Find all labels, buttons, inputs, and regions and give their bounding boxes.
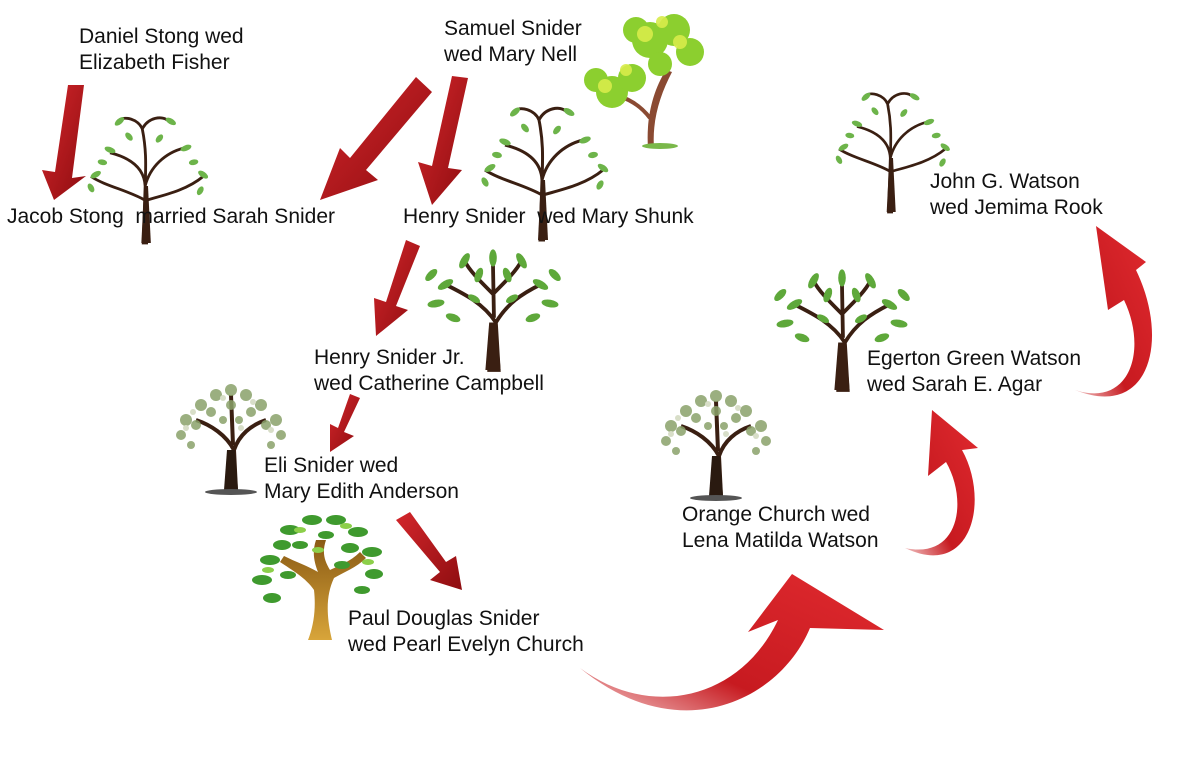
couple-eli-snider-label: Eli Snider wed Mary Edith Anderson (264, 453, 459, 505)
couple-label-line: Lena Matilda Watson (682, 529, 879, 552)
couple-label-line: Paul Douglas Snider (348, 607, 540, 630)
arrow-down-icon (374, 240, 420, 336)
couple-label-line: Orange Church wed (682, 503, 870, 526)
couple-samuel-snider-label: Samuel Snider wed Mary Nell (444, 16, 582, 68)
arrow-down-icon (42, 85, 86, 200)
couple-egerton-watson-label: Egerton Green Watson wed Sarah E. Agar (867, 346, 1081, 398)
curved-arrow-up-icon (580, 574, 884, 711)
couple-label-line: wed Mary Nell (444, 43, 578, 66)
curved-arrow-up-icon (1075, 226, 1153, 397)
couple-label-line: Henry Snider wed Mary Shunk (403, 205, 694, 228)
curved-arrow-up-icon (905, 410, 978, 556)
arrow-down-icon (330, 394, 360, 452)
couple-henry-snider-jr-label: Henry Snider Jr. wed Catherine Campbell (314, 345, 544, 397)
couple-label-line: wed Jemima Rook (930, 196, 1103, 219)
couple-john-watson-label: John G. Watson wed Jemima Rook (930, 169, 1103, 221)
couple-label-line: Daniel Stong wed (79, 25, 244, 48)
arrow-down-icon (320, 77, 432, 200)
couple-label-line: Egerton Green Watson (867, 347, 1081, 370)
couple-label-line: wed Pearl Evelyn Church (348, 633, 584, 656)
arrow-down-icon (396, 512, 462, 590)
couple-label-line: Mary Edith Anderson (264, 480, 459, 503)
couple-label-line: John G. Watson (930, 170, 1080, 193)
tree-icon (584, 14, 704, 149)
couple-paul-snider-label: Paul Douglas Snider wed Pearl Evelyn Chu… (348, 606, 584, 658)
couple-label-line: Elizabeth Fisher (79, 51, 230, 74)
couple-henry-snider-label: Henry Snider wed Mary Shunk (403, 204, 694, 230)
couple-label-line: Samuel Snider (444, 17, 582, 40)
couple-label-line: wed Catherine Campbell (314, 372, 544, 395)
couple-daniel-stong-label: Daniel Stong wed Elizabeth Fisher (79, 24, 244, 76)
couple-label-line: wed Sarah E. Agar (867, 373, 1043, 396)
tree-icon (659, 388, 773, 503)
couple-label-line: Eli Snider wed (264, 454, 399, 477)
couple-label-line: Jacob Stong married Sarah Snider (7, 205, 336, 228)
couple-label-line: Henry Snider Jr. (314, 346, 465, 369)
arrow-down-icon (418, 76, 468, 205)
tree-icon (252, 515, 383, 640)
couple-jacob-stong-label: Jacob Stong married Sarah Snider (7, 204, 335, 230)
couple-orange-church-label: Orange Church wed Lena Matilda Watson (682, 502, 879, 554)
